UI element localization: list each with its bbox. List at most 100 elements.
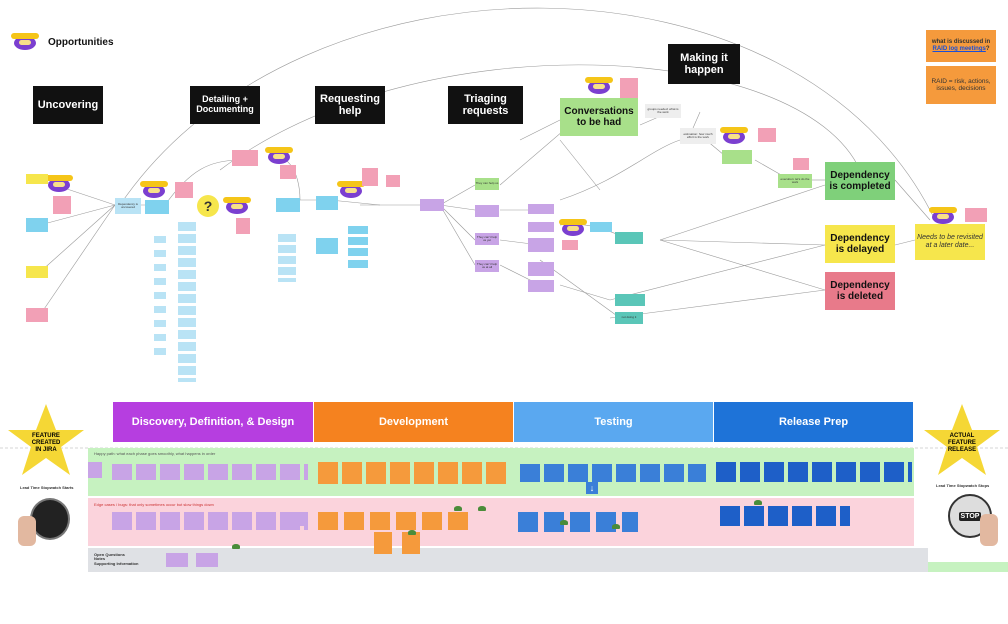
phase-testing: Testing [514, 402, 713, 442]
sticky-note [348, 248, 368, 256]
sticky-note [528, 262, 554, 276]
sticky-note [348, 237, 368, 245]
stopwatch-hand-icon [18, 516, 36, 546]
sticky-note [528, 222, 554, 232]
sticky-note [615, 232, 643, 244]
team-mascot-icon [223, 197, 251, 214]
sticky-note-column [278, 234, 296, 282]
revisit-note: Needs to be revisited at a later date... [915, 224, 985, 260]
sticky-note [620, 78, 638, 98]
sticky-note [175, 182, 193, 198]
sticky-note-row [720, 506, 850, 526]
questions-label: Open Questions Notes Supporting Informat… [94, 552, 139, 566]
turtle-icon [408, 530, 416, 535]
conversations-note: Conversations to be had [560, 98, 638, 136]
phase-discovery: Discovery, Definition, & Design [113, 402, 313, 442]
sticky-note [166, 553, 188, 567]
team-mascot-icon [337, 181, 365, 198]
stage-triaging: Triaging requests [448, 86, 523, 124]
turtle-icon [232, 544, 240, 549]
team-mascot-icon [265, 147, 293, 164]
download-arrow-icon: ↓ [586, 482, 598, 494]
sticky-note [793, 158, 809, 170]
start-caption: Lead Time Stopwatch Starts [20, 485, 74, 490]
groups-needed-note: groups needed: what is the work [645, 104, 681, 118]
they-cant-help-note: They can't help us yet [475, 233, 499, 245]
sticky-note [145, 200, 169, 214]
sticky-note [528, 238, 554, 252]
estimation-note: estimation: how much effort is the work [680, 128, 716, 144]
stopwatch-icon [30, 498, 70, 540]
sticky-note [196, 553, 218, 567]
stopwatch-hand-icon [980, 514, 998, 546]
end-star-icon [924, 404, 1000, 475]
sticky-note [53, 196, 71, 214]
sticky-note-row [112, 464, 308, 480]
sticky-note [236, 218, 250, 234]
sticky-note [475, 205, 499, 217]
page-title: Opportunities [48, 37, 114, 48]
turtle-icon [612, 524, 620, 529]
they-cant-help-at-all-note: They can't help us at all [475, 260, 499, 272]
dependency-delayed-note: Dependency is delayed [825, 225, 895, 263]
sticky-note-row [112, 512, 308, 530]
sticky-note-row [318, 462, 508, 484]
sticky-note [288, 512, 304, 526]
sticky-note-row [716, 462, 912, 482]
team-mascot-icon [140, 181, 168, 198]
sticky-note [722, 150, 752, 164]
dependency-completed-note: Dependency is completed [825, 162, 895, 200]
end-star-label: ACTUAL FEATURE RELEASE [947, 433, 977, 453]
sticky-note [316, 196, 338, 210]
sticky-note [528, 280, 554, 292]
team-mascot-icon [559, 219, 587, 236]
phase-release-prep: Release Prep [714, 402, 913, 442]
stage-detailing: Detailing + Documenting [190, 86, 260, 124]
raid-question-suffix: ? [985, 46, 990, 52]
sticky-note [232, 150, 258, 166]
team-mascot-icon [929, 207, 957, 224]
sticky-note [316, 238, 338, 254]
sticky-note [26, 308, 48, 322]
sticky-note [965, 208, 987, 222]
sticky-note [528, 204, 554, 214]
stopwatch-stop-label: STOP [958, 511, 982, 521]
sticky-note [562, 240, 578, 250]
sticky-note [758, 128, 776, 142]
sticky-note [362, 168, 378, 186]
sticky-note [26, 218, 48, 232]
raid-definition-note: RAID = risk, actions, issues, decisions [926, 66, 996, 104]
sticky-note-column [178, 222, 196, 382]
sticky-note [276, 198, 300, 212]
sticky-note [590, 222, 612, 232]
sticky-note [26, 266, 48, 278]
sticky-note [386, 175, 400, 187]
sticky-note [280, 165, 296, 179]
sticky-note [26, 174, 48, 184]
sticky-note [348, 226, 368, 234]
raid-question-note: what is discussed in RAID log meetings? [926, 30, 996, 62]
sticky-note-column [154, 236, 166, 360]
questions-lane [88, 548, 928, 572]
dependency-uncovered-note: Dependency is uncovered [115, 198, 141, 214]
end-lane-marker [928, 562, 1008, 572]
turtle-icon [454, 506, 462, 511]
stage-uncovering: Uncovering [33, 86, 103, 124]
team-mascot-icon [585, 77, 613, 94]
stage-requesting: Requesting help [315, 86, 385, 124]
raid-log-link[interactable]: RAID log meetings [932, 46, 986, 52]
turtle-icon [754, 500, 762, 505]
turtle-icon [478, 506, 486, 511]
raid-question-prefix: what is discussed in [931, 39, 991, 46]
sticky-note [420, 199, 444, 211]
sticky-note [88, 462, 102, 478]
not-doing-note: not doing it [615, 312, 643, 324]
sticky-note-row [520, 464, 706, 482]
question-mark-icon: ? [197, 195, 219, 217]
team-mascot-icon [720, 127, 748, 144]
happy-path-label: Happy path: what each phase goes smoothl… [94, 451, 216, 456]
execution-note: execution: let's do the work [778, 174, 812, 188]
turtle-icon [560, 520, 568, 525]
sticky-note [615, 294, 645, 306]
edge-case-label: Edge cases / bugs: that only sometimes o… [94, 502, 214, 507]
